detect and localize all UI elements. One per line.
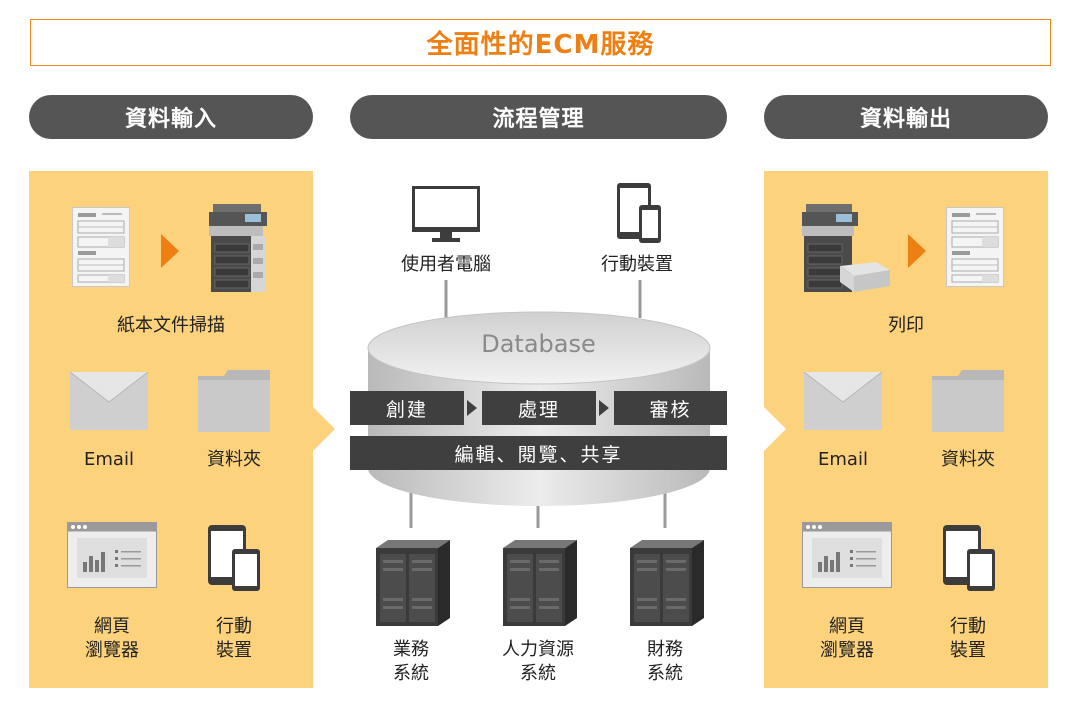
printer-with-tray-icon [802,204,890,292]
folder-icon [932,370,1004,432]
section-header-flow: 流程管理 [350,95,727,139]
output-panel-arrow [764,407,786,451]
system-label-sales: 業務 系統 [361,638,461,686]
step-arrow-icon [599,400,609,416]
envelope-icon [804,372,882,430]
mobile-label-line2: 裝置 [216,640,252,661]
step-process: 處理 [482,391,596,425]
browser-label-line2: 瀏覽器 [85,640,139,661]
title-box: 全面性的ECM服務 [30,19,1051,66]
server-icon [630,540,704,626]
system-label-line1: 業務 [393,639,429,660]
database-label: Database [481,330,596,358]
step-arrow-icon [467,400,477,416]
web-browser-icon [802,522,892,588]
folder-icon [198,370,270,432]
web-browser-icon [67,522,157,588]
mobile-label-line1: 行動 [216,616,252,637]
pc-label: 使用者電腦 [401,254,491,275]
browser-label-line1: 網頁 [829,616,865,637]
input-panel-arrow [313,407,335,451]
mobile-devices-icon [943,525,995,591]
browser-label: 網頁 瀏覽器 [62,615,162,663]
paper-document-icon [72,207,130,287]
output-mobile-label: 行動 裝置 [928,615,1008,663]
output-folder-label: 資料夾 [941,449,995,470]
system-label-hr: 人力資源 系統 [478,638,598,686]
server-icon [503,540,577,626]
system-label-line1: 財務 [647,639,683,660]
arrow-right-icon [161,234,179,268]
mobile-label: 行動 裝置 [194,615,274,663]
desktop-computer-icon [412,186,480,242]
mobile-devices-icon [208,525,260,591]
multifunction-printer-icon [209,204,267,292]
mobile-label-line2: 裝置 [950,640,986,661]
print-label: 列印 [888,315,924,336]
paper-document-icon [946,207,1004,287]
flow-mobile-label: 行動裝置 [601,254,673,275]
system-label-line2: 系統 [393,663,429,684]
arrow-right-icon [908,234,926,268]
email-label: Email [84,449,134,470]
system-label-line2: 系統 [647,663,683,684]
browser-label-line1: 網頁 [94,616,130,637]
output-browser-label: 網頁 瀏覽器 [797,615,897,663]
step-create: 創建 [350,391,464,425]
system-label-finance: 財務 系統 [615,638,715,686]
mobile-label-line1: 行動 [950,616,986,637]
output-email-label: Email [818,449,868,470]
folder-label: 資料夾 [207,449,261,470]
section-header-input: 資料輸入 [29,95,313,139]
system-label-line2: 系統 [520,663,556,684]
section-header-output: 資料輸出 [764,95,1048,139]
step-review: 審核 [614,391,727,425]
server-icon [376,540,450,626]
page-title: 全面性的ECM服務 [426,30,655,60]
browser-label-line2: 瀏覽器 [820,640,874,661]
mobile-devices-icon [617,183,661,243]
share-bar: 編輯、閱覽、共享 [350,436,727,470]
system-label-line1: 人力資源 [502,639,574,660]
envelope-icon [70,372,148,430]
scan-label: 紙本文件掃描 [117,315,225,336]
